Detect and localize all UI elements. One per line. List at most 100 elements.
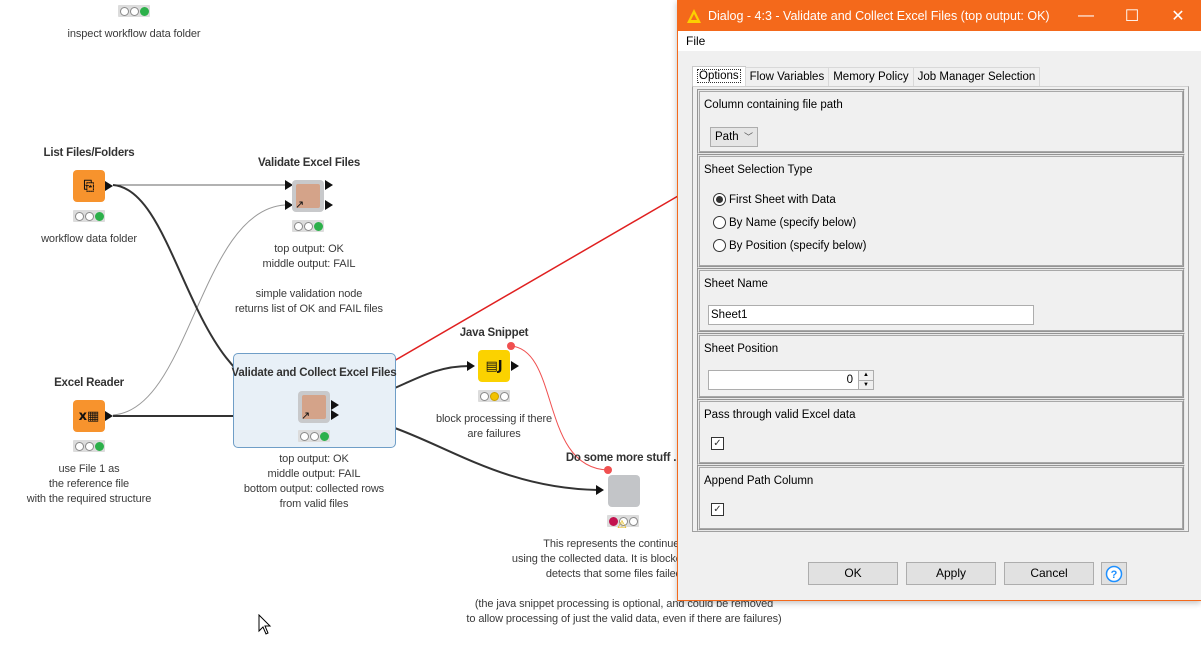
output-port-middle[interactable]	[325, 200, 333, 210]
node-title-do-more[interactable]: Do some more stuff ...	[565, 452, 683, 464]
column-section: Column containing file path Path ﹀	[697, 89, 1185, 154]
validate-excel-metanode[interactable]: ↗	[292, 180, 324, 212]
node-title-validate-collect[interactable]: Validate and Collect Excel Files	[231, 367, 397, 379]
node-title-excel-reader[interactable]: Excel Reader	[54, 377, 124, 389]
node-config-dialog[interactable]: Dialog - 4:3 - Validate and Collect Exce…	[677, 0, 1201, 601]
pass-through-checkbox[interactable]: ✓	[711, 437, 724, 450]
status-light-green	[313, 221, 323, 231]
status-light-green	[499, 391, 509, 401]
apply-button[interactable]: Apply	[906, 562, 996, 585]
radio-label: First Sheet with Data	[729, 193, 836, 206]
tab-label: Options	[697, 69, 741, 83]
radio-first-sheet[interactable]: First Sheet with Data	[713, 193, 836, 206]
status-light-red	[74, 211, 84, 221]
menu-bar: File	[678, 31, 1201, 51]
dialog-titlebar[interactable]: Dialog - 4:3 - Validate and Collect Exce…	[678, 0, 1201, 31]
validate-collect-metanode[interactable]: ↗	[298, 391, 330, 423]
menu-file[interactable]: File	[686, 34, 706, 48]
output-port-middle[interactable]	[331, 410, 339, 420]
output-port-top[interactable]	[331, 400, 339, 410]
stepper-buttons[interactable]: ▲ ▼	[858, 371, 873, 389]
tab-memory-policy[interactable]: Memory Policy	[828, 67, 914, 86]
status-light-red	[293, 221, 303, 231]
radio-by-name[interactable]: By Name (specify below)	[713, 216, 856, 229]
output-port[interactable]	[105, 181, 113, 191]
node-annotation[interactable]: use File 1 as the reference file with th…	[26, 463, 152, 505]
status-light-green	[94, 441, 104, 451]
node-annotation[interactable]: workflow data folder	[41, 233, 137, 245]
status-light-red	[479, 391, 489, 401]
status-light-red	[74, 441, 84, 451]
column-select-value: Path	[715, 131, 739, 143]
ok-button[interactable]: OK	[808, 562, 898, 585]
svg-text:?: ?	[1111, 569, 1118, 581]
metanode-body	[296, 184, 320, 208]
output-port-top[interactable]	[325, 180, 333, 190]
flow-variable-port[interactable]	[604, 466, 612, 474]
output-port[interactable]	[511, 361, 519, 371]
node-annotation[interactable]: This represents the continued w using th…	[511, 538, 696, 580]
tab-flow-variables[interactable]: Flow Variables	[744, 67, 830, 86]
status-light-green	[94, 211, 104, 221]
status-light-red	[608, 516, 618, 526]
status-light-yellow	[303, 221, 313, 231]
flow-variable-port[interactable]	[507, 342, 515, 350]
close-button[interactable]: ✕	[1171, 7, 1185, 25]
stepper-up-icon[interactable]: ▲	[863, 372, 869, 378]
java-snippet-node[interactable]: ▤J	[478, 350, 510, 382]
help-button[interactable]: ?	[1101, 562, 1127, 585]
node-annotation[interactable]: inspect workflow data folder	[67, 28, 201, 40]
help-icon: ?	[1105, 565, 1123, 582]
status-lights	[73, 210, 105, 222]
node-annotation[interactable]: block processing if there are failures	[435, 413, 553, 440]
tab-job-manager-selection[interactable]: Job Manager Selection	[912, 67, 1041, 86]
excel-icon: x▦	[78, 408, 100, 424]
do-more-node[interactable]	[608, 475, 640, 507]
stepper-down-icon[interactable]: ▼	[859, 380, 873, 390]
sheet-position-stepper[interactable]: 0 ▲ ▼	[708, 370, 874, 390]
link-arrow-icon: ↗	[295, 199, 305, 211]
column-select[interactable]: Path ﹀	[710, 127, 758, 147]
output-port[interactable]	[105, 411, 113, 421]
minimize-button[interactable]: —	[1078, 6, 1094, 24]
workflow-annotation[interactable]: (the java snippet processing is optional…	[466, 598, 782, 625]
status-light-green	[139, 6, 149, 16]
radio-by-position[interactable]: By Position (specify below)	[713, 239, 866, 252]
pass-through-section: Pass through valid Excel data ✓	[697, 399, 1185, 465]
maximize-button[interactable]: ☐	[1124, 7, 1140, 25]
knime-logo-icon	[687, 8, 701, 23]
radio-button[interactable]	[713, 193, 726, 206]
status-light-red	[299, 431, 309, 441]
status-lights	[607, 515, 639, 527]
excel-reader-node[interactable]: x▦	[73, 400, 105, 432]
node-title-validate-excel[interactable]: Validate Excel Files	[257, 157, 361, 169]
column-label: Column containing file path	[704, 99, 843, 111]
node-annotation[interactable]: top output: OK middle output: FAIL botto…	[243, 453, 385, 510]
node-title-list-files[interactable]: List Files/Folders	[43, 147, 135, 159]
status-lights	[298, 430, 330, 442]
radio-label: By Position (specify below)	[729, 239, 867, 252]
mouse-cursor-icon	[258, 614, 272, 635]
pass-through-label: Pass through valid Excel data	[704, 409, 856, 421]
status-light-yellow	[84, 441, 94, 451]
radio-button[interactable]	[713, 216, 726, 229]
sheet-position-label: Sheet Position	[704, 343, 779, 355]
sheet-name-label: Sheet Name	[704, 278, 768, 290]
list-files-node[interactable]: ⎘	[73, 170, 105, 202]
cancel-button[interactable]: Cancel	[1004, 562, 1094, 585]
status-light-yellow	[489, 391, 499, 401]
file-list-icon: ⎘	[83, 178, 95, 194]
status-light-yellow	[129, 6, 139, 16]
status-lights	[478, 390, 510, 402]
append-path-section: Append Path Column ✓	[697, 465, 1185, 531]
status-light-yellow	[618, 516, 628, 526]
tab-options[interactable]: Options	[692, 66, 746, 86]
append-path-checkbox[interactable]: ✓	[711, 503, 724, 516]
append-path-label: Append Path Column	[704, 475, 814, 487]
sheet-name-input[interactable]: Sheet1	[708, 305, 1034, 325]
sheet-selection-label: Sheet Selection Type	[704, 164, 813, 176]
node-annotation[interactable]: top output: OK middle output: FAIL simpl…	[235, 243, 383, 315]
status-light-red	[119, 6, 129, 16]
radio-button[interactable]	[713, 239, 726, 252]
node-title-java-snippet[interactable]: Java Snippet	[459, 327, 529, 339]
